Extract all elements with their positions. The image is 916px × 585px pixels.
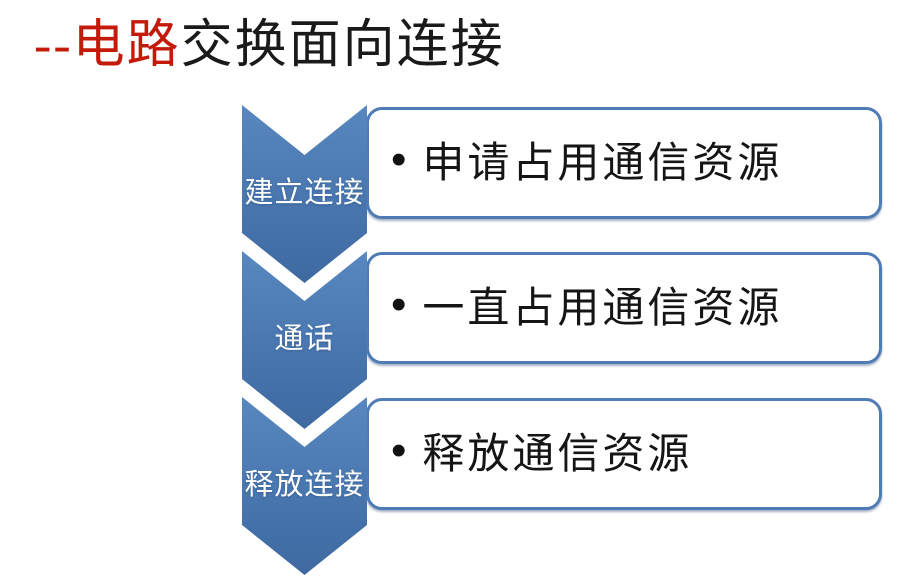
title-rest: 交换面向连接	[180, 17, 505, 74]
step-detail-box-3: • 释放通信资源	[366, 398, 882, 510]
bullet-marker: •	[391, 426, 407, 475]
chevron-label-3: 释放连接	[244, 469, 365, 502]
step-detail-box-2: • 一直占用通信资源	[366, 252, 882, 364]
step-detail-box-1: • 申请占用通信资源	[366, 107, 882, 219]
title-highlight: --电路	[34, 17, 181, 74]
step-detail-text-2: 一直占用通信资源	[422, 285, 783, 332]
step-detail-text-3: 释放通信资源	[422, 431, 693, 478]
bullet-marker: •	[391, 280, 407, 329]
step-detail-text-1: 申请占用通信资源	[422, 140, 783, 187]
chevron-label-1: 建立连接	[244, 177, 365, 210]
chevron-label-2: 通话	[274, 323, 335, 356]
bullet-marker: •	[391, 135, 407, 184]
slide-title: --电路交换面向连接	[34, 16, 505, 76]
chevron-step-1: 建立连接	[242, 105, 367, 283]
